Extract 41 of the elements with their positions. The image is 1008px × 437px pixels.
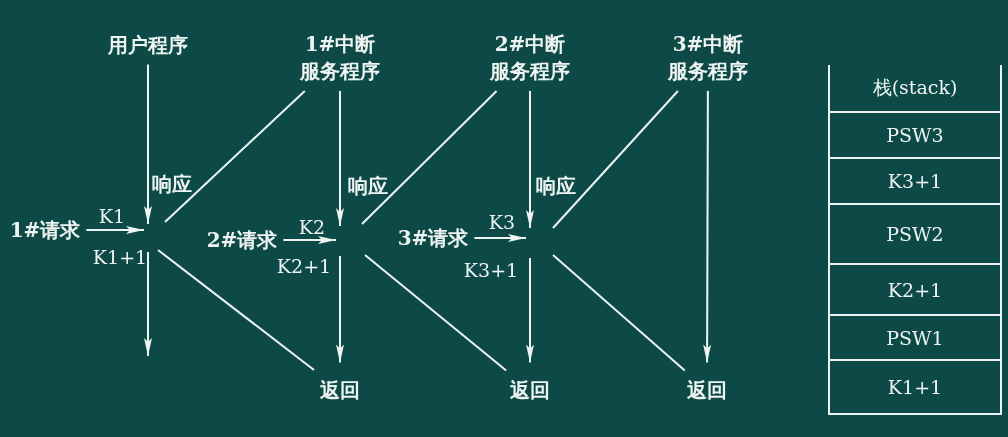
arrow xyxy=(703,90,712,364)
connector-line xyxy=(157,249,315,371)
node-label: 2#请求 xyxy=(206,226,278,254)
annotation-label: K3+1 xyxy=(463,259,519,281)
node-label: 3#中断服务程序 xyxy=(663,31,753,85)
arrow xyxy=(526,90,534,229)
node-label: 返回 xyxy=(687,376,727,404)
stack-header: 栈(stack) xyxy=(871,75,959,100)
node-label: 1#请求 xyxy=(9,216,81,244)
edge-label: K3 xyxy=(488,211,516,233)
arrow xyxy=(336,90,344,227)
annotation-label: 响应 xyxy=(536,172,576,200)
arrow xyxy=(85,226,145,234)
node-label: 1#中断服务程序 xyxy=(295,31,385,85)
arrow xyxy=(282,236,337,244)
connector-line xyxy=(164,90,306,223)
stack-cell: PSW1 xyxy=(830,314,1000,359)
node-label: 用户程序 xyxy=(108,31,188,59)
arrow xyxy=(336,255,344,364)
node-label: 返回 xyxy=(320,376,360,404)
node-label: 返回 xyxy=(510,376,550,404)
stack-cell: PSW2 xyxy=(830,203,1000,263)
annotation-label: 响应 xyxy=(348,172,388,200)
node-label: 2#中断服务程序 xyxy=(485,31,575,85)
arrow xyxy=(144,63,152,225)
stack-cell: PSW3 xyxy=(830,111,1000,157)
edge-label: K2 xyxy=(298,216,326,238)
edge-label: K1 xyxy=(98,205,126,227)
stack-cell: K3+1 xyxy=(830,157,1000,203)
connector-line xyxy=(364,254,508,372)
annotation-label: K2+1 xyxy=(276,255,332,277)
connector-line xyxy=(552,254,686,372)
arrow xyxy=(526,257,534,364)
node-label: 3#请求 xyxy=(397,224,469,252)
connector-line xyxy=(361,90,498,225)
stack-cell: K1+1 xyxy=(830,359,1000,413)
annotation-label: 响应 xyxy=(152,170,192,198)
stack-cell: K2+1 xyxy=(830,263,1000,314)
connector-line xyxy=(552,90,679,229)
arrow xyxy=(473,234,527,242)
annotation-label: K1+1 xyxy=(92,246,148,268)
